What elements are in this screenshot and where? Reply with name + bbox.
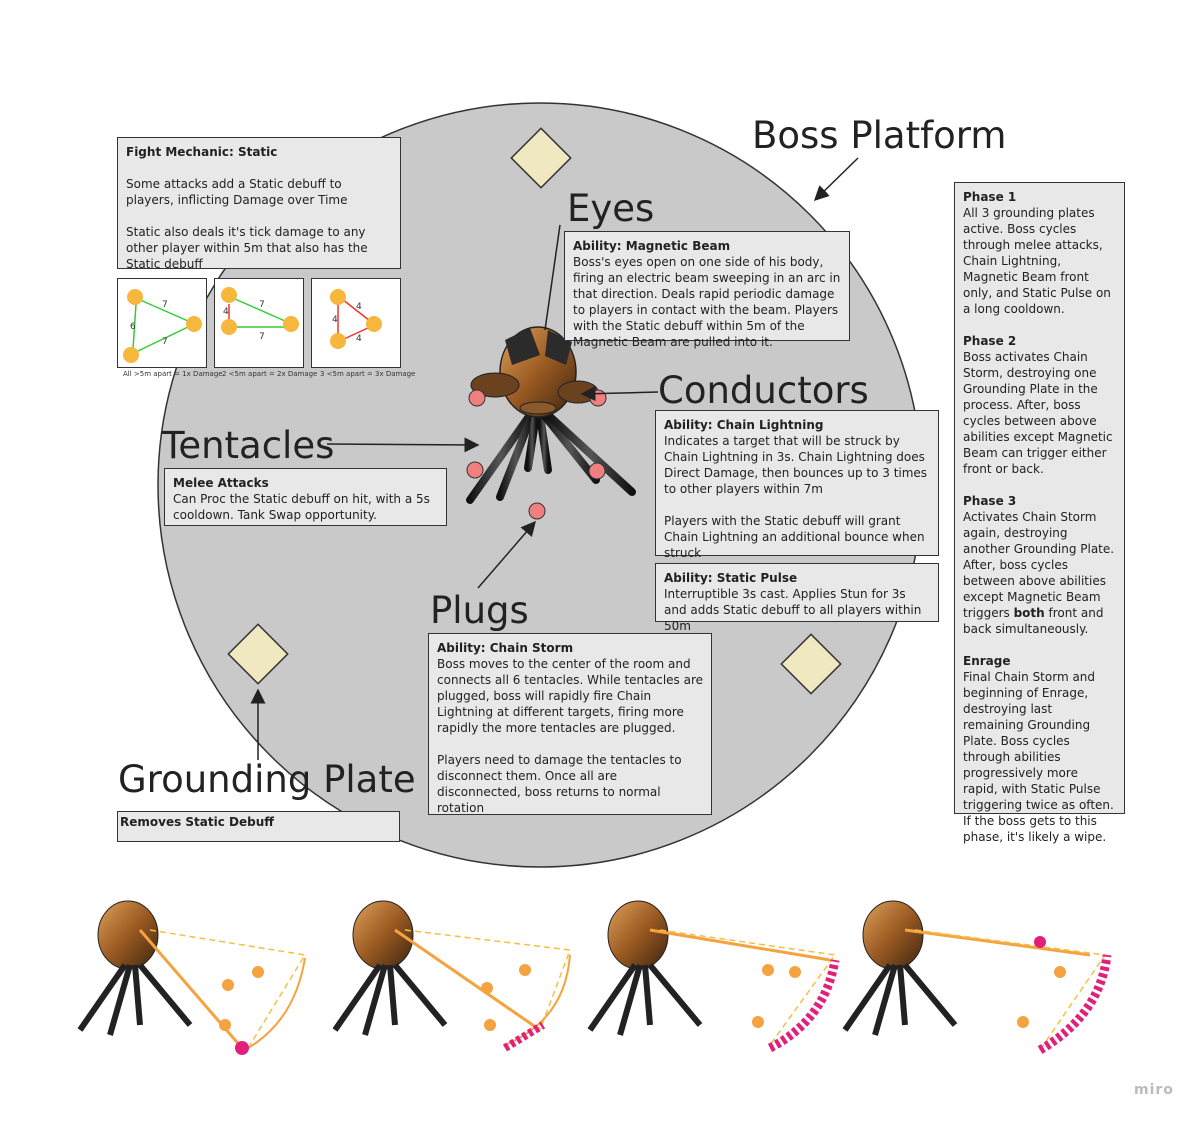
static-example-3-diagram: 4 4 4 bbox=[330, 289, 382, 349]
boss-figure bbox=[466, 326, 636, 504]
grounding-plate-card: Removes Static Debuff bbox=[117, 811, 400, 842]
miro-watermark: miro bbox=[1134, 1082, 1174, 1098]
beam-panel-4 bbox=[842, 900, 1112, 1054]
dist-label: 7 bbox=[259, 300, 265, 310]
plug bbox=[528, 502, 546, 520]
static-example-2: 7 4 7 bbox=[214, 278, 304, 368]
static-pulse-title: Ability: Static Pulse bbox=[664, 571, 798, 585]
phase-2-title: Phase 2 bbox=[963, 334, 1017, 348]
chain-lightning-title: Ability: Chain Lightning bbox=[664, 418, 824, 432]
magnetic-beam-body: Boss's eyes open on one side of his body… bbox=[573, 255, 841, 349]
static-pulse-body: Interruptible 3s cast. Applies Stun for … bbox=[664, 587, 922, 633]
enrage-title: Enrage bbox=[963, 654, 1011, 668]
chain-storm-p1: Boss moves to the center of the room and… bbox=[437, 657, 704, 735]
dist-label: 7 bbox=[259, 332, 265, 342]
dist-label: 6 bbox=[130, 322, 136, 332]
static-example-3-caption: 3 <5m apart = 3x Damage bbox=[320, 370, 416, 378]
phase-3-title: Phase 3 bbox=[963, 494, 1017, 508]
magnetic-beam-title: Ability: Magnetic Beam bbox=[573, 239, 731, 253]
enrage-body: Final Chain Storm and beginning of Enrag… bbox=[963, 670, 1114, 844]
phase-3-body: Activates Chain Storm again, destroying … bbox=[963, 509, 1116, 637]
dist-label: 4 bbox=[223, 307, 229, 317]
dist-label: 4 bbox=[356, 334, 362, 344]
label-eyes: Eyes bbox=[567, 187, 655, 230]
static-example-2-caption: 2 <5m apart = 2x Damage bbox=[222, 370, 318, 378]
chain-lightning-card: Ability: Chain Lightning Indicates a tar… bbox=[655, 410, 939, 560]
arrow-eyes bbox=[544, 224, 561, 331]
static-example-1-diagram: 7 6 7 bbox=[123, 289, 202, 363]
phases-card: Phase 1 All 3 grounding plates active. B… bbox=[954, 182, 1125, 844]
static-example-1: 7 6 7 bbox=[117, 278, 207, 368]
plug bbox=[588, 462, 606, 480]
arrow-plugs bbox=[477, 520, 536, 589]
static-example-3: 4 4 4 bbox=[311, 278, 401, 368]
grounding-plate-top bbox=[510, 127, 572, 189]
chain-storm-title: Ability: Chain Storm bbox=[437, 641, 574, 655]
label-conductors: Conductors bbox=[658, 369, 869, 412]
static-pulse-card: Ability: Static Pulse Interruptible 3s c… bbox=[655, 563, 939, 633]
chain-storm-p2: Players need to damage the tentacles to … bbox=[437, 753, 682, 815]
chain-storm-card: Ability: Chain Storm Boss moves to the c… bbox=[428, 633, 712, 815]
chain-lightning-p1: Indicates a target that will be struck b… bbox=[664, 434, 928, 496]
grounding-plate-left bbox=[227, 623, 289, 685]
dist-label: 4 bbox=[356, 302, 362, 312]
phase-3-body-b: front and back simultaneously. bbox=[963, 606, 1104, 636]
phase-1-body: All 3 grounding plates active. Boss cycl… bbox=[963, 206, 1111, 316]
label-plugs: Plugs bbox=[430, 589, 529, 632]
dist-label: 7 bbox=[162, 300, 168, 310]
beam-panel-3 bbox=[587, 900, 840, 1053]
static-card-p2: Static also deals it's tick damage to an… bbox=[126, 225, 368, 271]
phase-2-body: Boss activates Chain Storm, destroying o… bbox=[963, 350, 1113, 476]
label-grounding-plate: Grounding Plate bbox=[118, 758, 416, 801]
phase-3-body-a: Activates Chain Storm again, destroying … bbox=[963, 510, 1115, 620]
arrow-tentacles bbox=[326, 437, 480, 453]
arrow-boss-platform bbox=[813, 157, 859, 202]
plug bbox=[468, 389, 486, 407]
arrow-conductors bbox=[580, 386, 659, 402]
beam-panel-1 bbox=[77, 900, 307, 1055]
phase-1-title: Phase 1 bbox=[963, 190, 1017, 204]
melee-body: Can Proc the Static debuff on hit, with … bbox=[173, 492, 430, 522]
label-tentacles: Tentacles bbox=[162, 424, 335, 467]
grounding-plate-body: Removes Static Debuff bbox=[120, 815, 274, 829]
beam-panel-2 bbox=[332, 900, 572, 1052]
label-boss-platform: Boss Platform bbox=[752, 114, 1007, 157]
static-mechanic-card: Fight Mechanic: Static Some attacks add … bbox=[117, 137, 401, 271]
dist-label: 4 bbox=[332, 315, 338, 325]
plug bbox=[466, 461, 484, 479]
static-card-title: Fight Mechanic: Static bbox=[126, 145, 278, 159]
phase-3-bold: both bbox=[1013, 606, 1045, 620]
magnetic-beam-card: Ability: Magnetic Beam Boss's eyes open … bbox=[564, 231, 850, 349]
static-example-1-caption: All >5m apart = 1x Damage bbox=[123, 370, 223, 378]
static-example-2-diagram: 7 4 7 bbox=[221, 287, 299, 342]
plug bbox=[589, 389, 607, 407]
static-card-p1: Some attacks add a Static debuff to play… bbox=[126, 177, 348, 207]
melee-title: Melee Attacks bbox=[173, 476, 269, 490]
grounding-plate-right bbox=[780, 633, 842, 695]
melee-attacks-card: Melee Attacks Can Proc the Static debuff… bbox=[164, 468, 447, 526]
chain-lightning-p2: Players with the Static debuff will gran… bbox=[664, 514, 925, 560]
dist-label: 7 bbox=[162, 337, 168, 347]
